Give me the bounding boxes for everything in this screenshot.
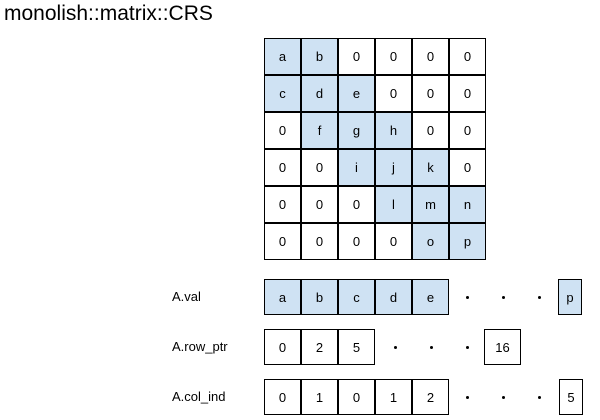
ellipsis-dot bbox=[466, 396, 469, 399]
matrix-cell: 0 bbox=[338, 186, 375, 223]
matrix-cell: 0 bbox=[412, 38, 449, 75]
matrix-cell: o bbox=[412, 223, 449, 260]
matrix-cell: l bbox=[375, 186, 412, 223]
matrix-cell: 0 bbox=[264, 149, 301, 186]
array-cell: 2 bbox=[301, 329, 338, 365]
matrix-cell: m bbox=[412, 186, 449, 223]
ellipsis-dot bbox=[394, 346, 397, 349]
matrix-cell: 0 bbox=[338, 38, 375, 75]
array-last-cell: p bbox=[558, 279, 582, 315]
array-cell: 1 bbox=[301, 379, 338, 415]
array-label-val: A.val bbox=[172, 289, 201, 304]
array-cell: 0 bbox=[338, 379, 375, 415]
array-cell: c bbox=[338, 279, 375, 315]
array-last-cell: 5 bbox=[559, 379, 583, 415]
matrix-cell: 0 bbox=[264, 223, 301, 260]
ellipsis-dot bbox=[430, 346, 433, 349]
array-cell: a bbox=[264, 279, 301, 315]
diagram-title: monolish::matrix::CRS bbox=[4, 2, 213, 25]
matrix-cell: g bbox=[338, 112, 375, 149]
ellipsis-dot bbox=[502, 396, 505, 399]
array-cell: 0 bbox=[264, 379, 301, 415]
matrix-cell: 0 bbox=[375, 223, 412, 260]
matrix-cell: 0 bbox=[449, 38, 486, 75]
array-label-col-ind: A.col_ind bbox=[172, 389, 226, 404]
matrix-cell: p bbox=[449, 223, 486, 260]
matrix-cell: 0 bbox=[449, 112, 486, 149]
array-cell: d bbox=[375, 279, 412, 315]
matrix-cell: 0 bbox=[338, 223, 375, 260]
matrix-cell: f bbox=[301, 112, 338, 149]
ellipsis-dot bbox=[502, 296, 505, 299]
matrix-cell: k bbox=[412, 149, 449, 186]
matrix-cell: 0 bbox=[449, 149, 486, 186]
matrix-cell: 0 bbox=[301, 223, 338, 260]
matrix-cell: c bbox=[264, 75, 301, 112]
ellipsis-dot bbox=[538, 296, 541, 299]
matrix-cell: 0 bbox=[301, 149, 338, 186]
matrix-cell: d bbox=[301, 75, 338, 112]
matrix-cell: 0 bbox=[412, 112, 449, 149]
array-cell: 1 bbox=[375, 379, 412, 415]
matrix-cell: 0 bbox=[412, 75, 449, 112]
array-cell: 2 bbox=[412, 379, 449, 415]
matrix-cell: j bbox=[375, 149, 412, 186]
array-last-cell: 16 bbox=[484, 329, 521, 365]
matrix-cell: e bbox=[338, 75, 375, 112]
ellipsis-dot bbox=[466, 346, 469, 349]
matrix-cell: i bbox=[338, 149, 375, 186]
ellipsis-dot bbox=[538, 396, 541, 399]
matrix-cell: 0 bbox=[449, 75, 486, 112]
array-cell: b bbox=[301, 279, 338, 315]
array-label-row-ptr: A.row_ptr bbox=[172, 339, 228, 354]
matrix-cell: h bbox=[375, 112, 412, 149]
array-cell: e bbox=[412, 279, 449, 315]
matrix-cell: 0 bbox=[375, 75, 412, 112]
matrix-cell: 0 bbox=[301, 186, 338, 223]
matrix-cell: n bbox=[449, 186, 486, 223]
matrix-cell: 0 bbox=[375, 38, 412, 75]
matrix-cell: 0 bbox=[264, 112, 301, 149]
matrix-cell: b bbox=[301, 38, 338, 75]
ellipsis-dot bbox=[466, 296, 469, 299]
matrix-cell: 0 bbox=[264, 186, 301, 223]
array-cell: 0 bbox=[264, 329, 301, 365]
array-cell: 5 bbox=[338, 329, 375, 365]
matrix-cell: a bbox=[264, 38, 301, 75]
